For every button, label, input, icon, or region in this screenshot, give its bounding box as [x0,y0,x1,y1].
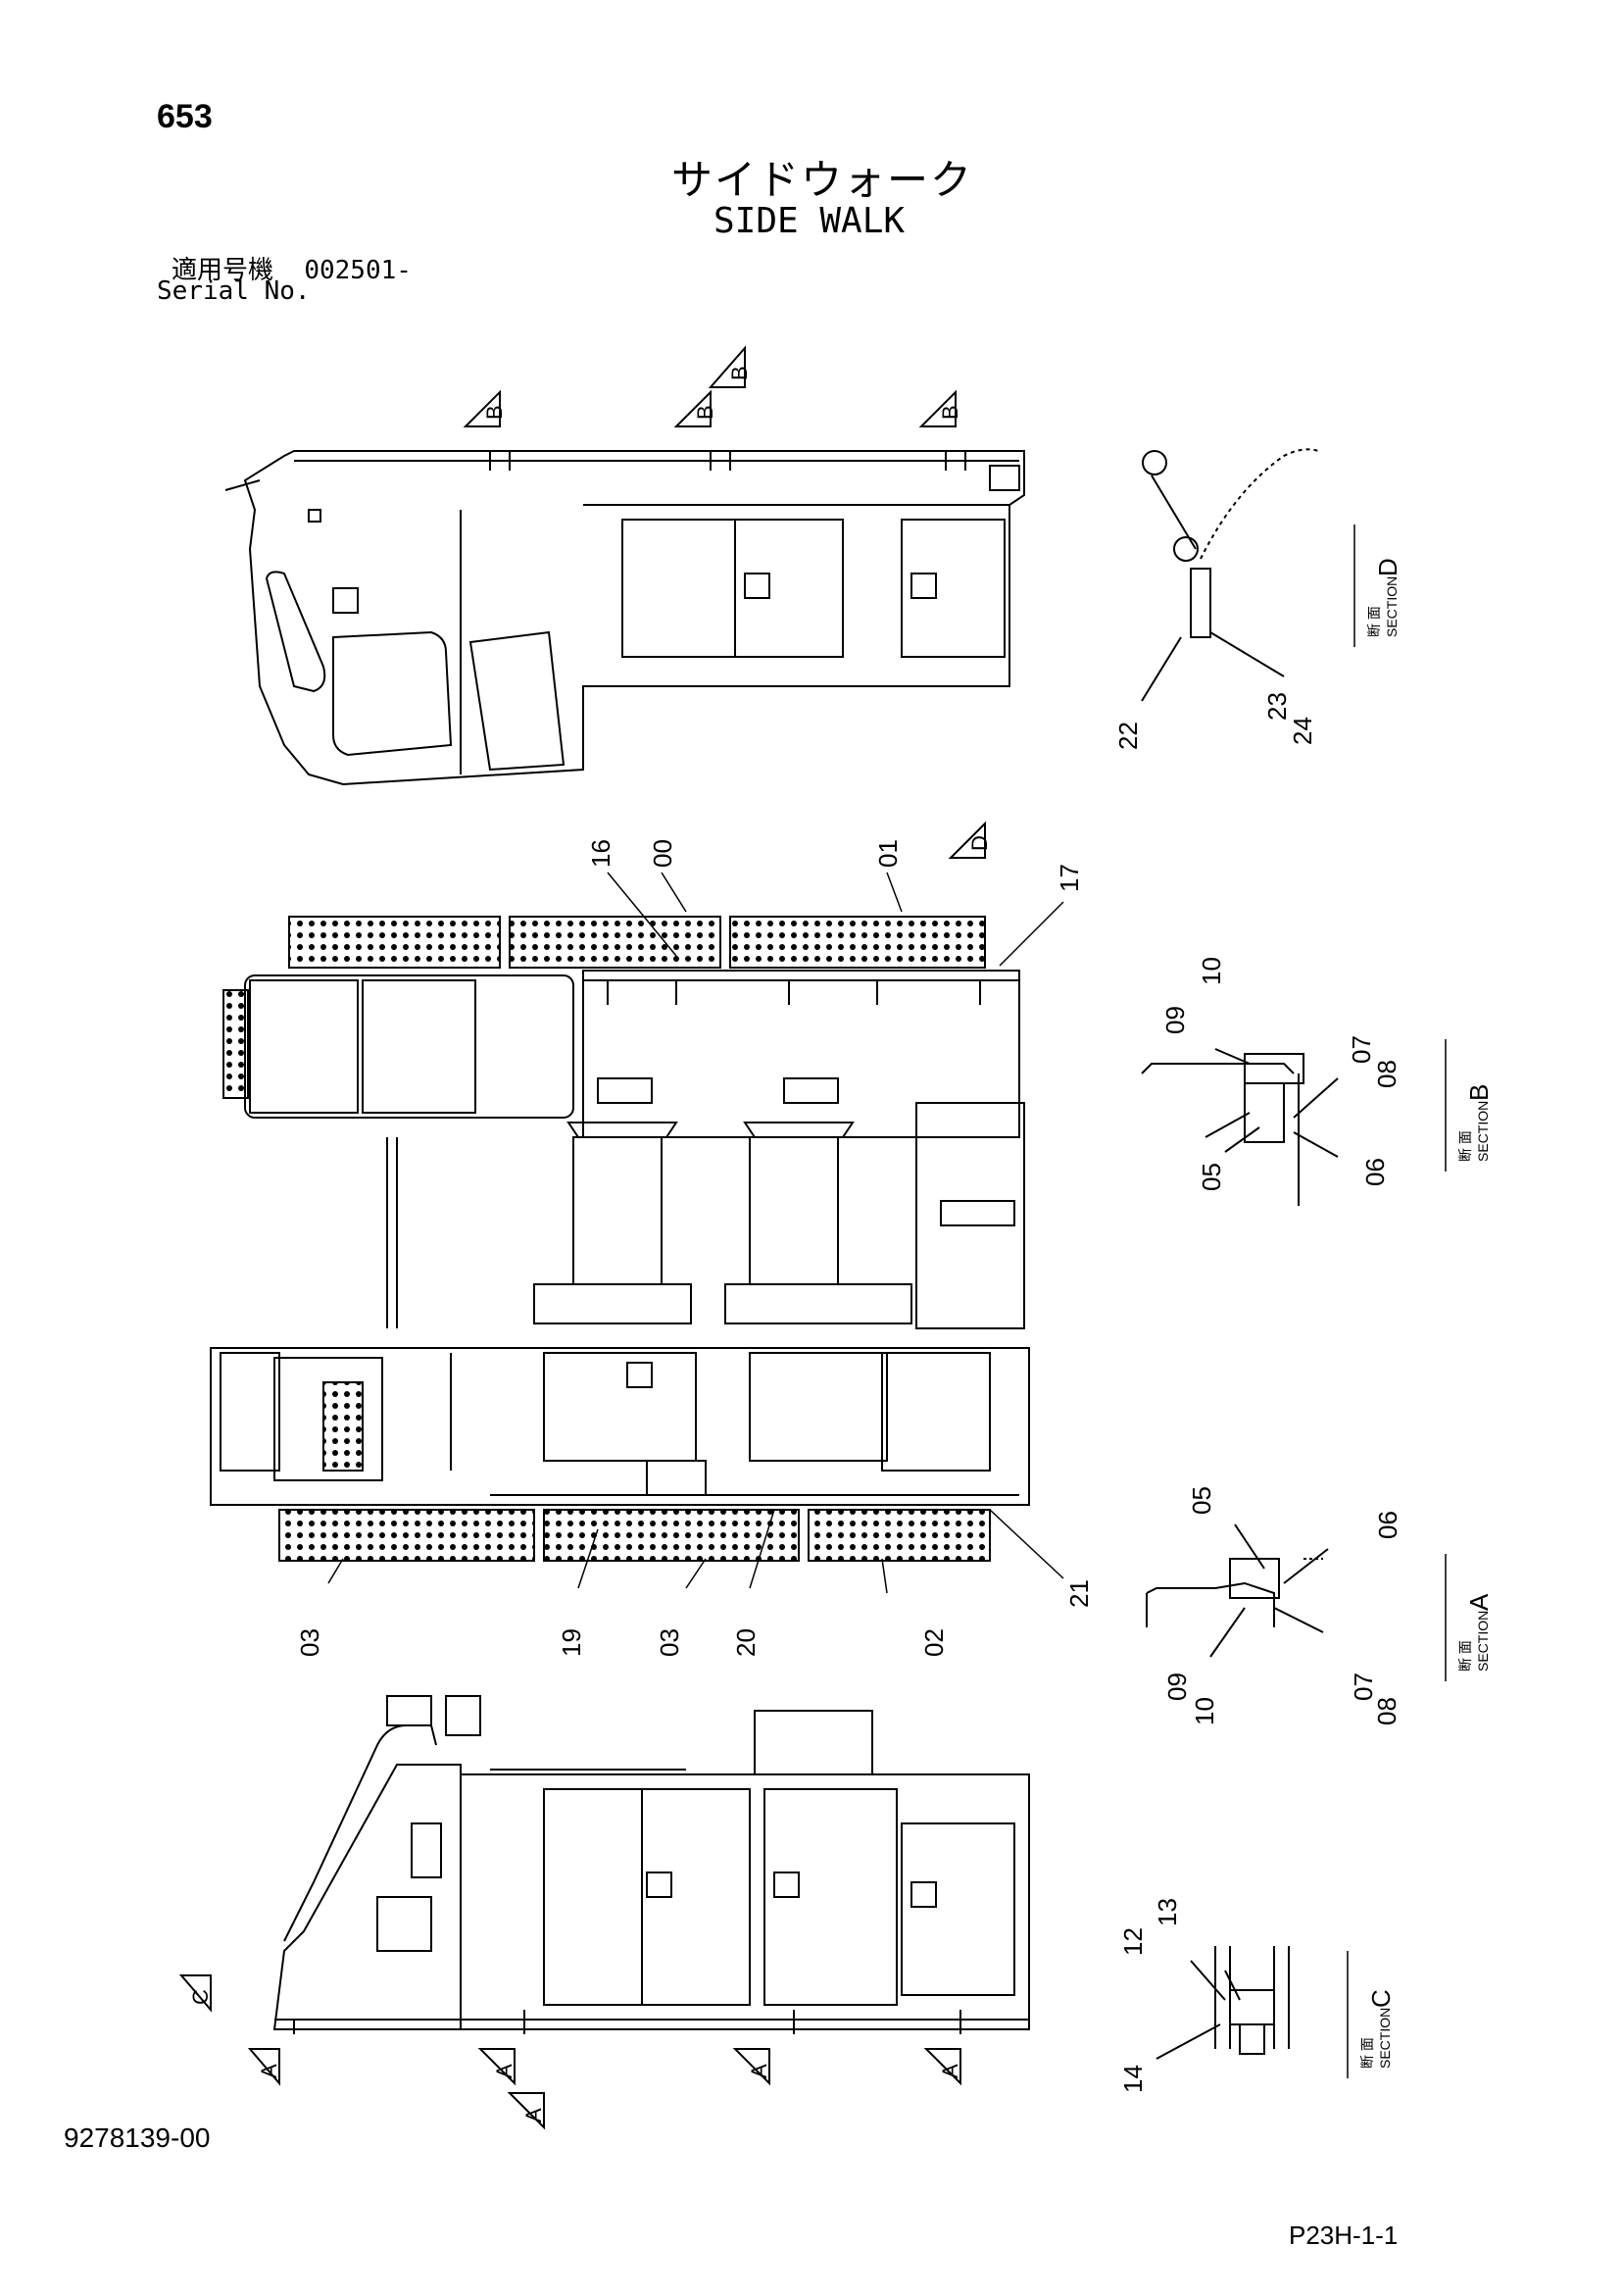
callout-b09: 09 [1160,1006,1190,1034]
serial-label-english: Serial No. [157,276,311,306]
marker-d-label: D [967,835,992,851]
page-number: 653 [157,98,213,135]
marker-a-2: A [492,2064,516,2078]
callout-20: 20 [731,1628,761,1657]
marker-b-3: B [727,366,752,380]
section-b-letter: B [1464,1084,1494,1101]
section-c-detail [1156,1946,1290,2060]
section-c-en: SECTION [1377,2008,1393,2069]
serial-label-japanese: 適用号機 002501- [172,250,412,286]
callout-03a: 03 [295,1628,324,1657]
callout-a09: 09 [1162,1672,1192,1701]
drawing-number: 9278139-00 [64,2122,211,2153]
callout-b06: 06 [1360,1158,1390,1186]
marker-c-1: C [188,1989,213,2005]
callout-b05: 05 [1197,1163,1226,1191]
section-a-en: SECTION [1475,1611,1491,1672]
marker-b-2: B [693,405,717,420]
callout-17: 17 [1055,864,1084,892]
callout-a05: 05 [1187,1486,1216,1515]
callout-a06: 06 [1373,1511,1402,1539]
marker-a-5: A [938,2064,962,2078]
callout-01: 01 [873,839,903,868]
section-marker-b-group [463,345,957,427]
callout-d24: 24 [1288,717,1317,745]
section-c-letter: C [1366,1989,1396,2008]
serial-label-jp: 適用号機 [172,256,274,285]
marker-a-4: A [747,2064,771,2078]
callout-a08: 08 [1372,1697,1402,1725]
callout-19: 19 [557,1628,586,1657]
section-d-detail [1141,448,1319,702]
section-title-blocks [1347,524,1447,2078]
callout-02: 02 [919,1628,949,1657]
title-japanese: サイドウォーク [671,156,974,204]
page-code: P23H-1-1 [1289,2221,1399,2250]
callout-b07: 07 [1347,1035,1376,1064]
section-d-letter: D [1373,558,1402,576]
section-b-en: SECTION [1475,1101,1491,1162]
section-a-detail [1146,1523,1329,1658]
section-b-detail [1141,1048,1339,1206]
callout-c13: 13 [1153,1898,1182,1926]
callout-03b: 03 [655,1628,684,1657]
serial-value: 002501- [304,256,412,285]
marker-a-3: A [521,2108,546,2122]
top-elevation-view [224,450,1025,786]
section-d-en: SECTION [1384,576,1400,637]
callout-16: 16 [586,839,615,868]
section-marker-a-group [178,1974,961,2130]
callout-a10: 10 [1190,1697,1219,1725]
callout-d22: 22 [1113,722,1143,750]
section-a-letter: A [1464,1593,1494,1611]
section-b-jp: 断 面 [1457,1130,1473,1162]
callout-a07: 07 [1349,1672,1378,1701]
callout-b08: 08 [1372,1060,1402,1088]
callout-21: 21 [1064,1579,1094,1608]
section-d-jp: 断 面 [1366,606,1382,637]
section-marker-d [948,821,986,859]
title-english: SIDE WALK [713,201,906,241]
plan-leaders [327,872,1064,1594]
section-a-jp: 断 面 [1457,1640,1473,1672]
section-c-jp: 断 面 [1359,2037,1375,2069]
side-elevation-view [272,1695,1030,2034]
marker-a-1: A [257,2064,281,2078]
callout-00: 00 [648,839,677,868]
marker-b-1: B [482,405,507,420]
plan-view [210,916,1030,1562]
callout-c12: 12 [1118,1927,1148,1956]
callout-c14: 14 [1118,2065,1148,2093]
callout-d23: 23 [1262,692,1292,721]
callout-b10: 10 [1197,957,1226,985]
marker-b-4: B [938,405,962,420]
part-callouts: 16 00 01 17 21 03 19 03 20 02 22 23 24 1… [295,692,1402,2093]
